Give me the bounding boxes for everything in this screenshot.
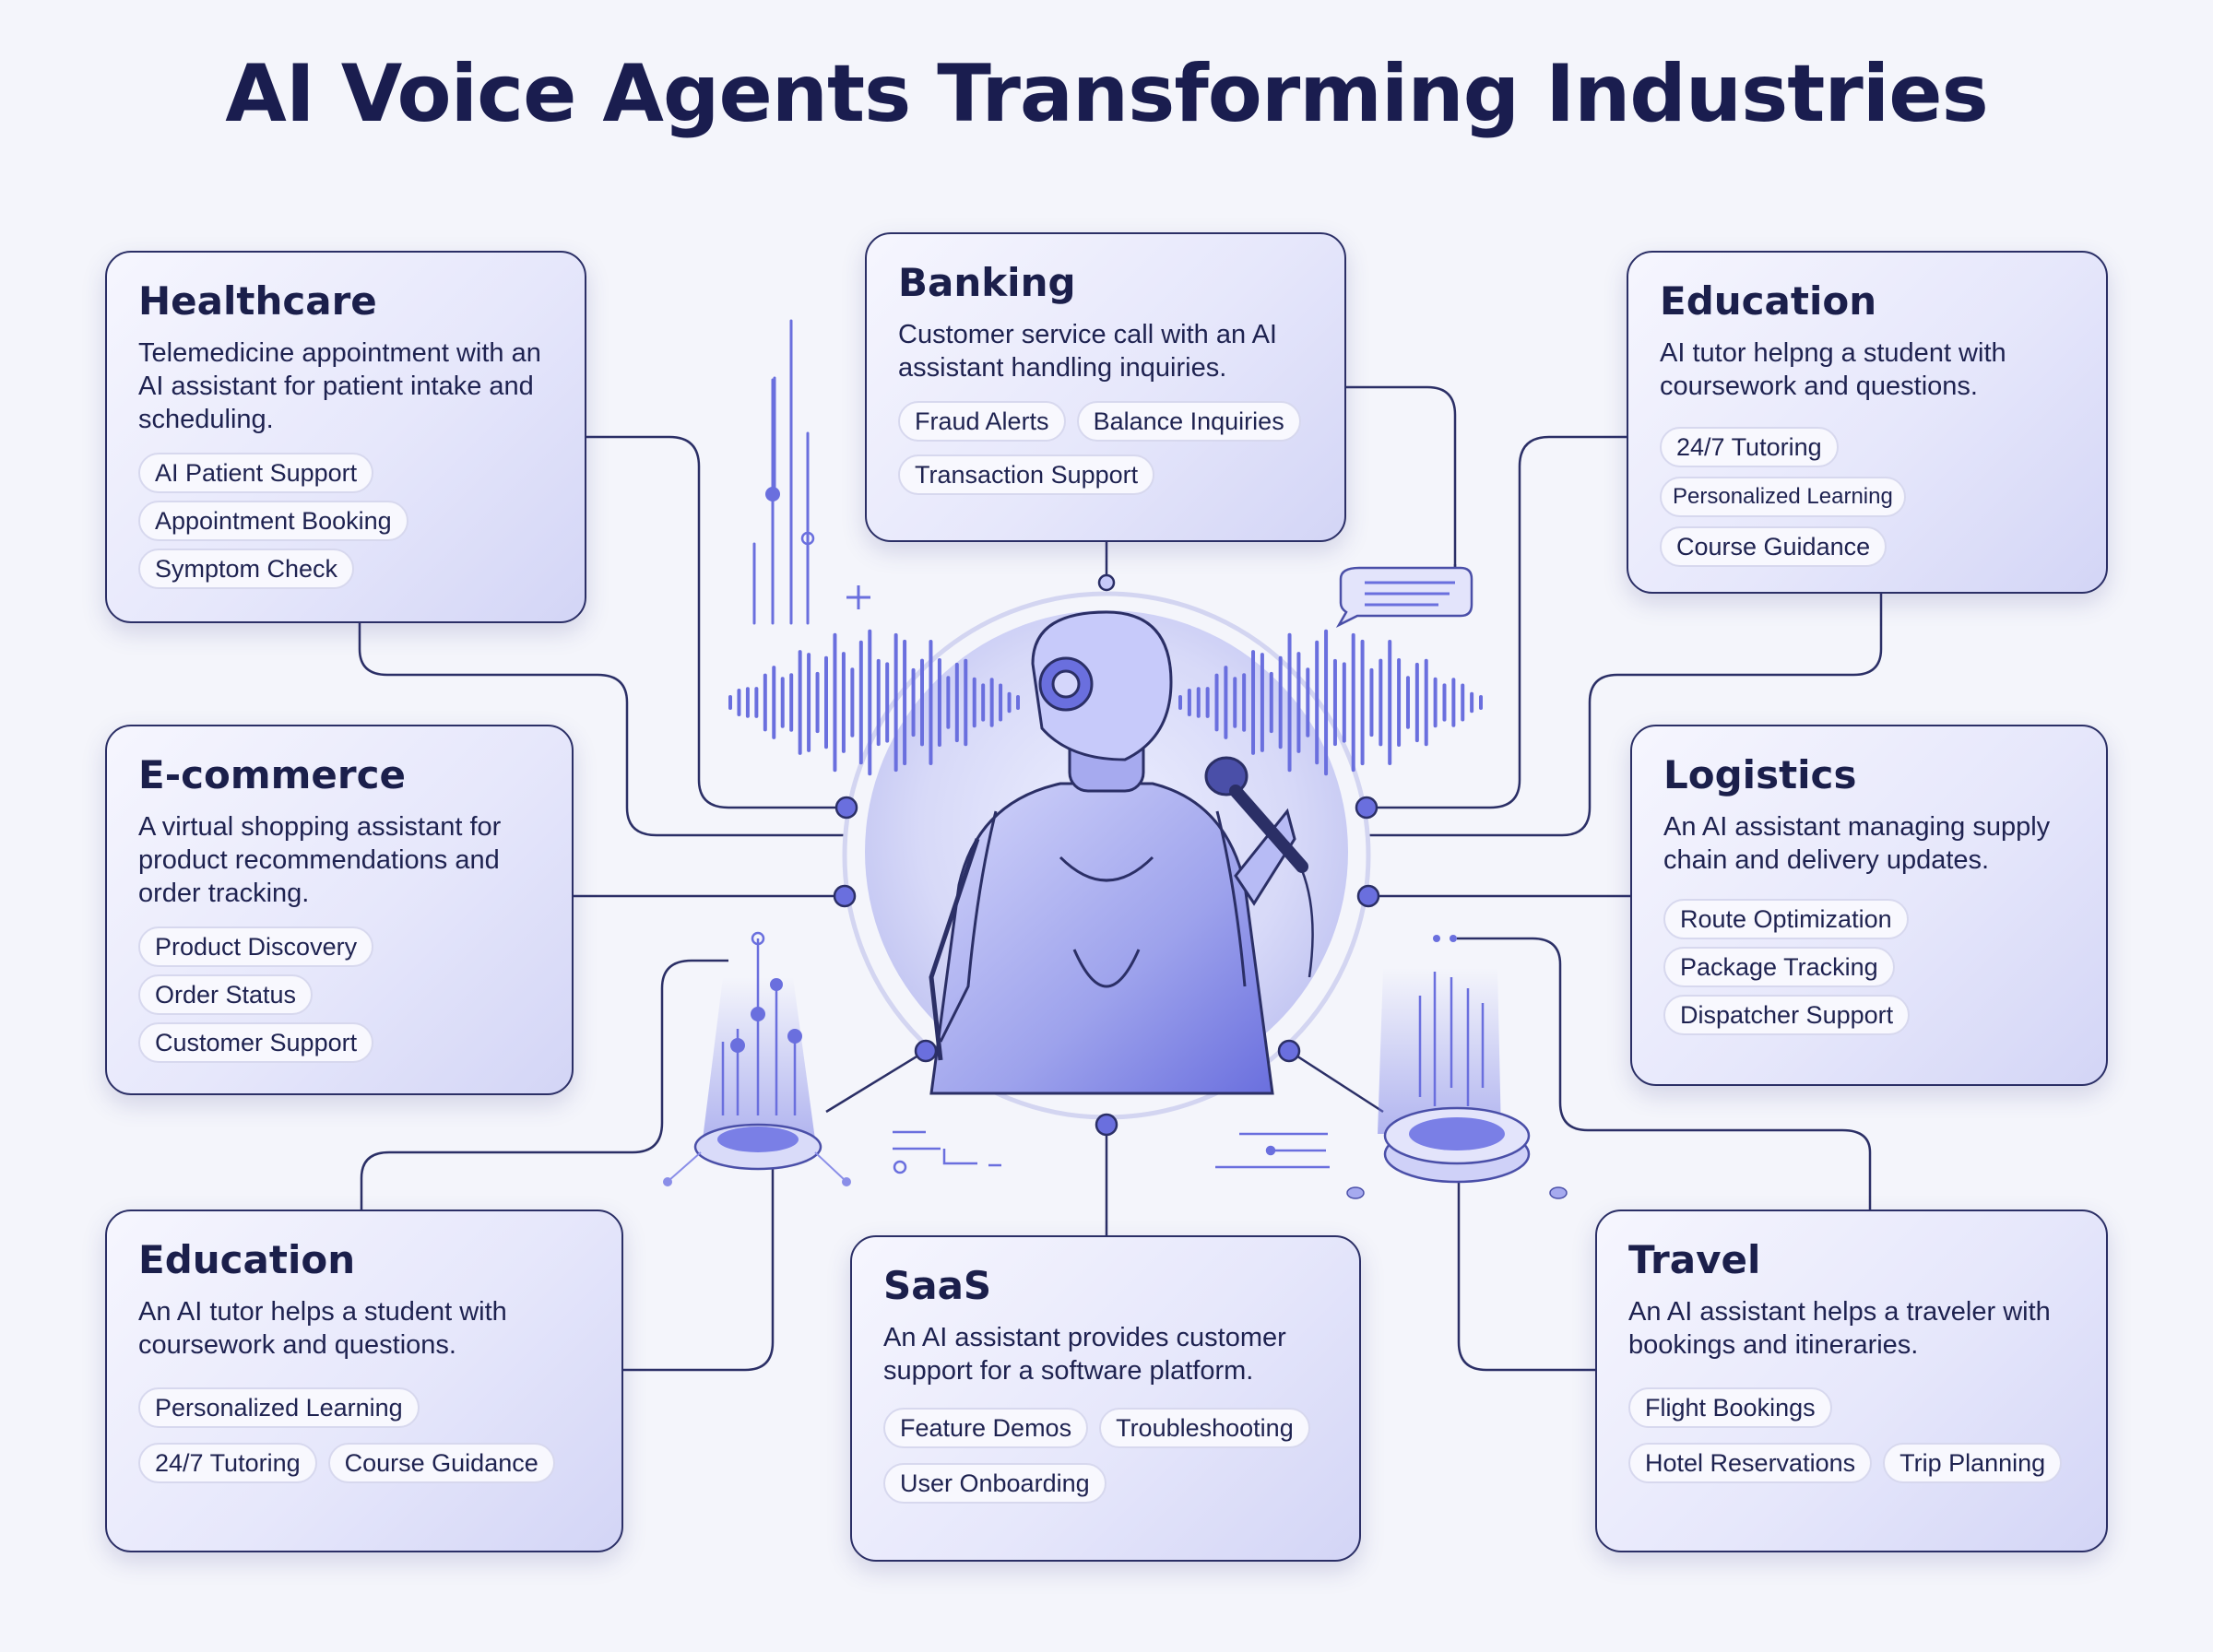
tag-fraud-alerts: Fraud Alerts <box>898 401 1066 442</box>
card-description: An AI assistant provides customer suppor… <box>883 1323 1286 1386</box>
tag-troubleshooting: Troubleshooting <box>1099 1408 1310 1448</box>
card-education-top: Education AI tutor helpng a student with… <box>1627 251 2108 594</box>
card-description: An AI assistant managing supply chain an… <box>1663 812 2051 875</box>
hologram-pedestal-icon <box>1346 935 1568 1199</box>
card-logistics: Logistics An AI assistant managing suppl… <box>1630 725 2108 1086</box>
tag-trip-planning: Trip Planning <box>1883 1443 2063 1483</box>
tag-feature-demos: Feature Demos <box>883 1408 1089 1448</box>
circuit-accent-icon <box>893 1130 1330 1174</box>
signal-bars-icon <box>752 319 810 625</box>
card-healthcare: Healthcare Telemedicine appointment with… <box>105 251 586 623</box>
card-title: Travel <box>1628 1237 1761 1282</box>
page-title: AI Voice Agents Transforming Industries <box>225 48 1989 140</box>
tag-transaction-support: Transaction Support <box>898 454 1155 495</box>
connector-node <box>1355 796 1379 820</box>
plus-sparkle-icon <box>846 585 870 609</box>
tag-route-optimization: Route Optimization <box>1663 899 1909 939</box>
card-description: AI tutor helpng a student with coursewor… <box>1660 338 2006 401</box>
card-description: An AI tutor helps a student with coursew… <box>138 1297 507 1360</box>
card-title: Banking <box>898 260 1076 305</box>
connector-node <box>1097 573 1116 592</box>
tag-appointment-booking: Appointment Booking <box>138 501 408 541</box>
tag-package-tracking: Package Tracking <box>1663 947 1895 987</box>
tag-list: Personalized Learning 24/7 Tutoring Cour… <box>138 1387 590 1483</box>
card-description: Telemedicine appointment with an AI assi… <box>138 338 541 434</box>
connector-nodes <box>833 573 1380 1137</box>
connector-node <box>1277 1039 1301 1063</box>
tag-order-status: Order Status <box>138 974 314 1015</box>
signal-dot-icon <box>800 531 815 546</box>
card-title: Healthcare <box>138 278 377 324</box>
tag-list: Feature Demos Troubleshooting User Onboa… <box>883 1408 1328 1504</box>
tag-course-guidance: Course Guidance <box>1660 526 1888 567</box>
connector-node <box>1095 1113 1118 1137</box>
hologram-pedestal-icon <box>663 931 851 1186</box>
tag-symptom-check: Symptom Check <box>138 549 355 589</box>
card-description: An AI assistant helps a traveler with bo… <box>1628 1297 2051 1360</box>
tag-course-guidance: Course Guidance <box>327 1443 555 1483</box>
card-ecommerce: E-commerce A virtual shopping assistant … <box>105 725 574 1095</box>
card-education-bottom: Education An AI tutor helps a student wi… <box>105 1210 623 1552</box>
tag-list: Flight Bookings Hotel Reservations Trip … <box>1628 1387 2075 1483</box>
connector-node <box>834 796 858 820</box>
card-title: Logistics <box>1663 752 1857 797</box>
card-saas: SaaS An AI assistant provides customer s… <box>850 1235 1361 1562</box>
tag-list: Fraud Alerts Balance Inquiries Transacti… <box>898 401 1313 495</box>
card-title: Education <box>138 1237 356 1282</box>
tag-list: 24/7 Tutoring Personalized Learning Cour… <box>1660 427 2075 567</box>
connector-lines <box>358 385 1883 1372</box>
card-title: Education <box>1660 278 1877 324</box>
tag-ai-patient-support: AI Patient Support <box>138 453 374 493</box>
tag-list: Route Optimization Package Tracking Disp… <box>1663 899 2075 1035</box>
card-banking: Banking Customer service call with an AI… <box>865 232 1346 542</box>
card-travel: Travel An AI assistant helps a traveler … <box>1595 1210 2108 1552</box>
connector-node <box>1356 884 1380 908</box>
tag-customer-support: Customer Support <box>138 1022 374 1063</box>
card-description: A virtual shopping assistant for product… <box>138 812 502 908</box>
sound-wave-icon <box>728 629 1483 776</box>
tag-24-7-tutoring: 24/7 Tutoring <box>138 1443 317 1483</box>
connector-node <box>833 884 857 908</box>
signal-dot-icon <box>765 487 780 502</box>
tag-24-7-tutoring: 24/7 Tutoring <box>1660 427 1839 467</box>
tag-personalized-learning: Personalized Learning <box>138 1387 420 1428</box>
tag-list: Product Discovery Order Status Customer … <box>138 926 540 1063</box>
tag-product-discovery: Product Discovery <box>138 926 374 967</box>
card-description: Customer service call with an AI assista… <box>898 320 1277 383</box>
connector-node <box>914 1039 938 1063</box>
tag-hotel-reservations: Hotel Reservations <box>1628 1443 1873 1483</box>
microphone-icon <box>1204 756 1314 978</box>
tag-balance-inquiries: Balance Inquiries <box>1076 401 1301 442</box>
robot-illustration-icon <box>929 610 1314 1095</box>
tag-flight-bookings: Flight Bookings <box>1628 1387 1832 1428</box>
tag-user-onboarding: User Onboarding <box>883 1463 1106 1504</box>
card-title: SaaS <box>883 1263 992 1308</box>
tag-personalized-learning: Personalized Learning <box>1660 477 1906 517</box>
chat-bubble-icon <box>1335 566 1473 628</box>
tag-list: AI Patient Support Appointment Booking S… <box>138 453 553 589</box>
card-title: E-commerce <box>138 752 406 797</box>
tag-dispatcher-support: Dispatcher Support <box>1663 995 1911 1035</box>
